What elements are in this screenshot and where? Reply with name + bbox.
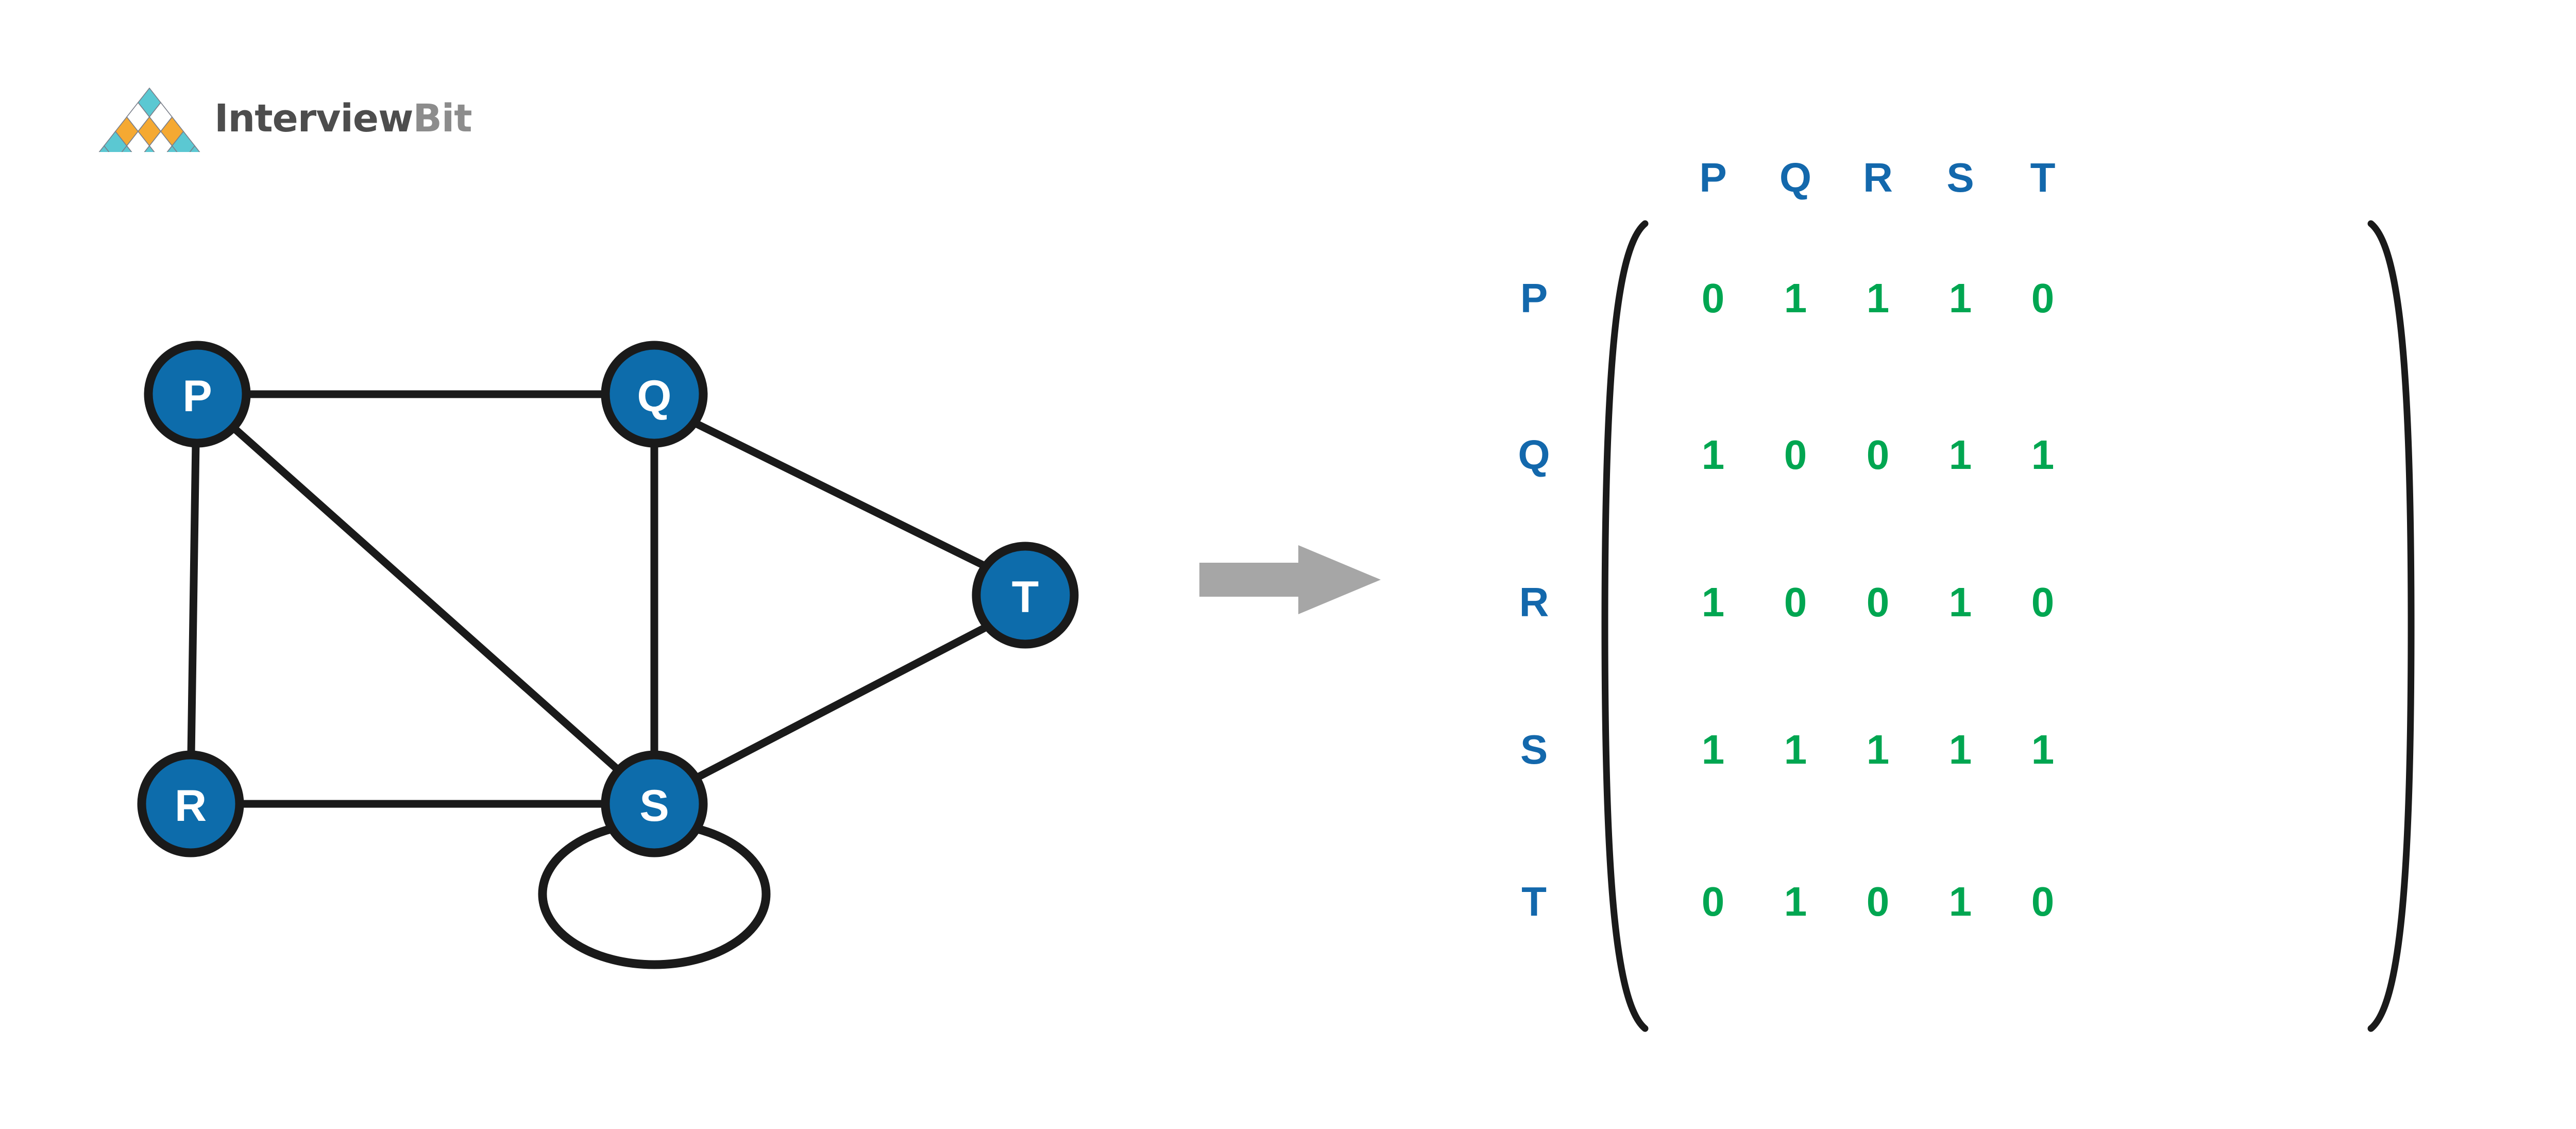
matrix-cell-r-r: 0 [1866,579,1890,625]
matrix-col-header-t: T [2030,155,2056,200]
matrix-cell-s-p: 1 [1701,727,1725,772]
matrix-col-header-q: Q [1779,155,1812,200]
logo-word-primary: Interview [214,96,413,141]
matrix-cell-s-r: 1 [1866,727,1890,772]
graph-node-q[interactable]: Q [601,341,708,448]
matrix-row-header-p: P [1520,275,1548,321]
matrix-cell-t-r: 0 [1866,879,1890,924]
matrix-cell-r-p: 1 [1701,579,1725,625]
matrix-col-header-p: P [1699,155,1727,200]
graph-diagram: P Q R S T [137,341,1079,969]
matrix-cell-q-t: 1 [2031,432,2055,478]
matrix-row-header-s: S [1520,727,1548,772]
graph-node-p-label: P [182,372,212,421]
adjacency-matrix: P Q R S T P 0 1 1 1 0 [1473,139,2504,1032]
interviewbit-logo: InterviewBit [98,85,472,152]
matrix-cell-t-q: 1 [1784,879,1807,924]
matrix-cell-q-p: 1 [1701,432,1725,478]
logo-word-secondary: Bit [413,96,472,141]
matrix-row-header-r: R [1519,579,1549,625]
matrix-cell-s-t: 1 [2031,727,2055,772]
matrix-cell-p-t: 0 [2031,275,2055,321]
matrix-row-q: Q 1 0 0 1 1 [1473,380,2504,530]
matrix-cell-r-q: 0 [1784,579,1807,625]
matrix-cell-q-r: 0 [1866,432,1890,478]
matrix-cell-q-s: 1 [1948,432,1972,478]
matrix-cell-t-p: 0 [1701,879,1725,924]
matrix-cell-s-q: 1 [1784,727,1807,772]
matrix-row-t: T 0 1 0 1 0 [1473,824,2504,979]
graph-nodes: P Q R S T [137,341,1079,857]
matrix-cell-t-s: 1 [1948,879,1972,924]
right-arrow-icon [1199,545,1381,614]
matrix-cell-p-p: 0 [1701,275,1725,321]
matrix-column-header-row: P Q R S T [1473,139,2504,216]
graph-node-p[interactable]: P [144,341,251,448]
matrix-row-header-t: T [1521,879,1547,924]
matrix-row-header-q: Q [1518,432,1550,478]
edge-s-t [692,622,992,782]
graph-node-s[interactable]: S [601,750,708,857]
matrix-cell-r-t: 0 [2031,579,2055,625]
graph-node-q-label: Q [637,372,672,421]
matrix-col-header-s: S [1946,155,1974,200]
matrix-cell-s-s: 1 [1948,727,1972,772]
edge-p-s [228,423,624,776]
matrix-cell-p-q: 1 [1784,275,1807,321]
matrix-cell-r-s: 1 [1948,579,1972,625]
matrix-col-header-r: R [1863,155,1893,200]
matrix-row-p: P 0 1 1 1 0 [1473,216,2504,380]
matrix-cell-p-r: 1 [1866,275,1890,321]
graph-node-t-label: T [1012,572,1039,622]
matrix-cell-q-q: 0 [1784,432,1807,478]
edge-p-r [187,439,200,759]
matrix-row-r: R 1 0 0 1 0 [1473,530,2504,675]
matrix-right-bracket [2367,220,2415,1032]
interviewbit-pyramid-logo-icon [98,87,200,152]
logo-wordmark: InterviewBit [214,99,472,138]
matrix-cell-t-t: 0 [2031,879,2055,924]
graph-node-s-label: S [639,781,669,831]
edge-q-t [690,418,991,571]
graph-node-t[interactable]: T [972,542,1079,649]
graph-node-r[interactable]: R [137,750,244,857]
matrix-cell-p-s: 1 [1948,275,1972,321]
matrix-row-s: S 1 1 1 1 1 [1473,675,2504,824]
matrix-body: P 0 1 1 1 0 Q 1 0 0 1 1 [1473,216,2504,1032]
graph-edges [187,390,992,808]
graph-node-r-label: R [175,781,207,831]
matrix-left-bracket [1601,220,1649,1032]
